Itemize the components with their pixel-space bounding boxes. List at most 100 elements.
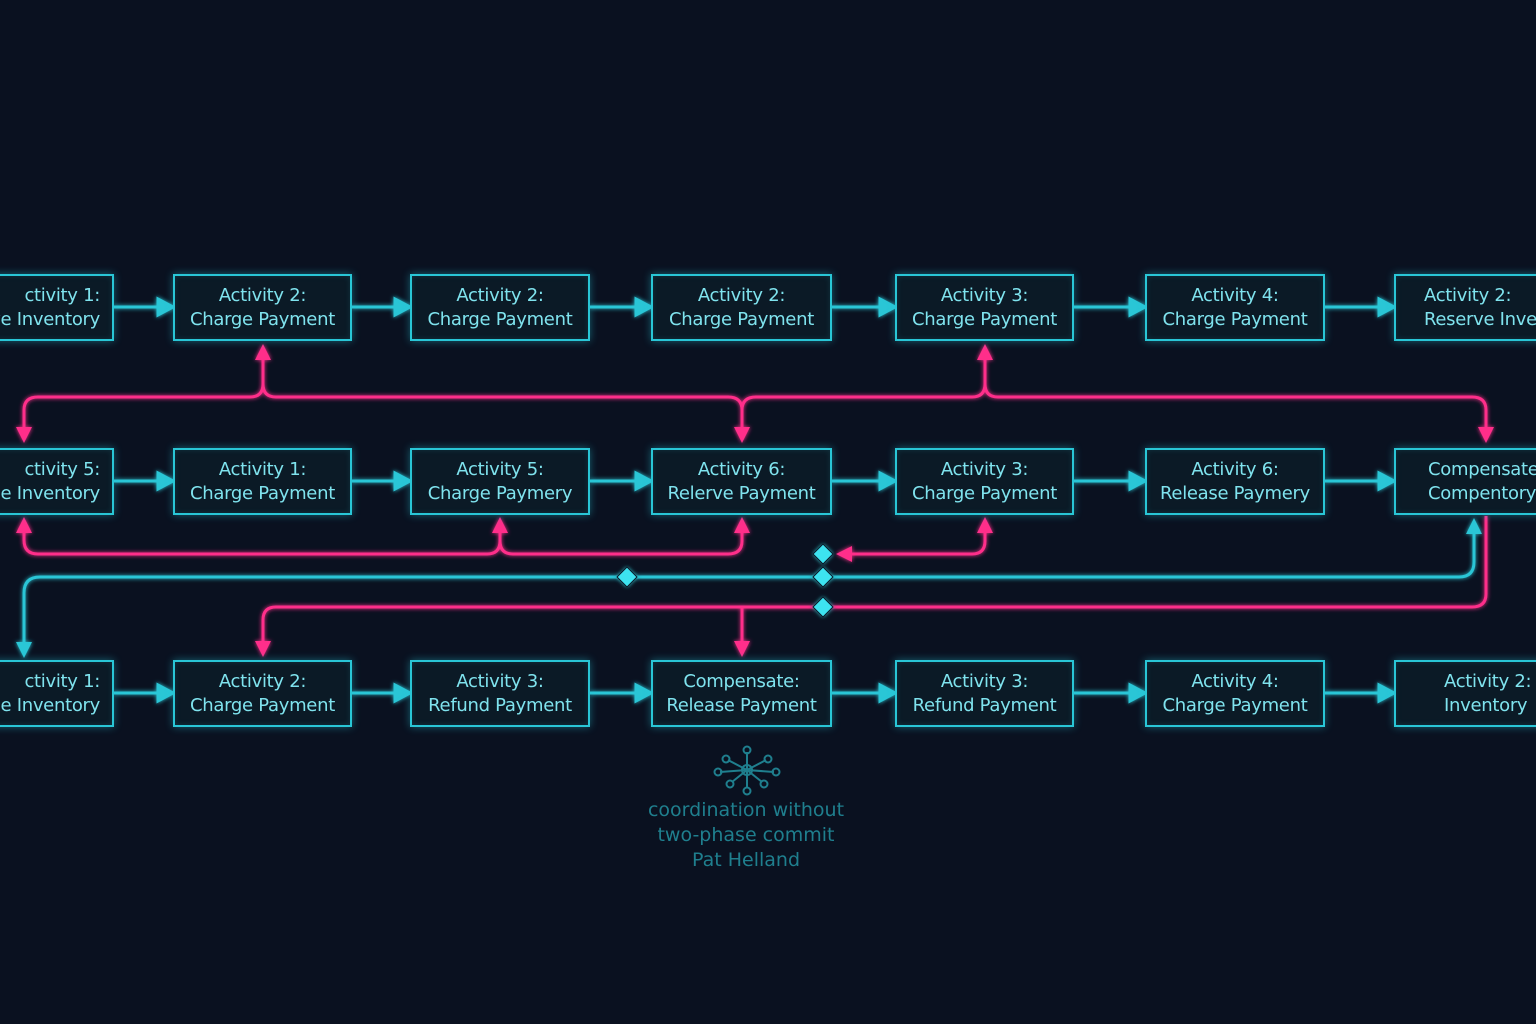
activity-box[interactable]: Activity 1:Charge Payment: [173, 448, 352, 515]
activity-title: Activity 3:: [940, 670, 1029, 692]
activity-box[interactable]: Activity 4:Charge Payment: [1145, 660, 1325, 727]
comp-line: [498, 530, 744, 556]
arrowhead: [492, 517, 508, 533]
arrowhead: [1377, 296, 1398, 318]
arrowhead: [1377, 470, 1398, 492]
activity-action: Charge Payment: [912, 482, 1057, 504]
activity-box[interactable]: Activity 5:Charge Paymery: [410, 448, 590, 515]
arrowhead: [734, 517, 750, 533]
activity-action: Charge Payment: [1162, 694, 1308, 716]
activity-action: Compentory: [1428, 482, 1536, 504]
arrowhead: [1466, 518, 1482, 534]
activity-action: se Inventory: [0, 694, 100, 716]
activity-box[interactable]: Activity 2:Charge Payment: [173, 274, 352, 341]
arrowhead: [734, 427, 750, 443]
activity-action: Release Paymery: [1160, 482, 1310, 504]
arrowhead: [977, 344, 993, 360]
comp-line: [261, 383, 744, 428]
activity-title: Activity 2:: [218, 284, 307, 306]
activity-action: Charge Payment: [912, 308, 1057, 330]
arrowhead: [634, 682, 655, 704]
activity-box[interactable]: Activity 4:Charge Payment: [1145, 274, 1325, 341]
junction-diamond: [812, 566, 834, 588]
activity-box[interactable]: Compensate:Release Payment: [651, 660, 832, 727]
caption-author: Pat Helland: [691, 849, 801, 871]
activity-box[interactable]: Activity 2:Charge Payment: [173, 660, 352, 727]
activity-box[interactable]: Activity 3:Refund Payment: [410, 660, 590, 727]
arrowhead: [393, 470, 414, 492]
cyan-bus-heads: [16, 518, 1482, 658]
activity-title: Compensate:: [683, 670, 800, 692]
activity-title: Activity 3:: [456, 670, 544, 692]
compensation-heads: [16, 344, 1494, 657]
activity-action: ve Inventory: [0, 308, 100, 330]
arrowhead: [156, 296, 177, 318]
activity-action: Inventory: [1444, 694, 1528, 716]
comp-line: [22, 357, 265, 428]
arrowhead: [836, 546, 852, 562]
activity-title: ctivity 1:: [24, 284, 100, 306]
junction-diamond: [812, 596, 834, 618]
activity-action: Release Payment: [666, 694, 817, 716]
activity-box[interactable]: Activity 3:Charge Payment: [895, 274, 1074, 341]
activity-title: ctivity 1:: [24, 670, 100, 692]
arrowhead: [634, 470, 655, 492]
activity-title: Activity 2:: [1424, 284, 1512, 306]
activity-action: Refund Payment: [912, 694, 1057, 716]
cyan-bus: [22, 533, 1476, 645]
activity-box[interactable]: ctivity 1:se Inventory: [0, 660, 114, 727]
activity-title: Activity 6:: [1191, 458, 1279, 480]
activity-title: Activity 2:: [218, 670, 307, 692]
activity-title: Activity 4:: [1191, 670, 1279, 692]
arrowhead: [16, 642, 32, 658]
arrowhead: [255, 344, 271, 360]
network-icon: [713, 745, 781, 796]
arrowhead: [1128, 682, 1149, 704]
activity-title: Activity 5:: [456, 458, 544, 480]
comp-line: [983, 383, 1488, 428]
activity-action: Charge Payment: [190, 482, 335, 504]
caption-line: two-phase commit: [657, 824, 835, 846]
activity-action: Reserve Invento: [1424, 308, 1536, 330]
arrowhead: [878, 682, 899, 704]
activity-box[interactable]: Activity 6:Release Paymery: [1145, 448, 1325, 515]
comp-line: [22, 530, 502, 556]
junction-diamond: [812, 543, 834, 565]
junction-diamond: [616, 566, 638, 588]
activity-box[interactable]: ctivity 1:ve Inventory: [0, 274, 114, 341]
arrowhead: [878, 470, 899, 492]
activity-title: Activity 2:: [697, 284, 786, 306]
activity-action: Charge Payment: [190, 694, 335, 716]
activity-action: Charge Paymery: [427, 482, 573, 504]
activity-box[interactable]: Activity 2:Reserve Invento: [1394, 274, 1536, 341]
arrowhead: [16, 427, 32, 443]
activity-title: Activity 1:: [218, 458, 307, 480]
caption-line: coordination without: [647, 799, 845, 821]
activity-title: Activity 3:: [940, 458, 1029, 480]
arrowhead: [1478, 427, 1494, 443]
arrowhead: [1128, 296, 1149, 318]
activity-title: ctivity 5:: [24, 458, 100, 480]
arrowhead: [734, 641, 750, 657]
caption: coordination without two-phase commit Pa…: [596, 798, 896, 873]
activity-title: Compensate: [1428, 458, 1536, 480]
activity-box[interactable]: Activity 3:Refund Payment: [895, 660, 1074, 727]
arrowhead: [1128, 470, 1149, 492]
arrowhead: [1377, 682, 1398, 704]
comp-line: [261, 516, 1488, 643]
junctions: [616, 543, 834, 618]
activity-box[interactable]: Activity 2:Inventory: [1394, 660, 1536, 727]
comp-line: [740, 357, 987, 411]
activity-box[interactable]: Activity 2:Charge Payment: [651, 274, 832, 341]
activity-box[interactable]: Activity 6:Relerve Payment: [651, 448, 832, 515]
activity-box[interactable]: ctivity 5:se Inventory: [0, 448, 114, 515]
activity-title: Activity 3:: [940, 284, 1029, 306]
activity-title: Activity 6:: [697, 458, 786, 480]
activity-box[interactable]: Activity 3:Charge Payment: [895, 448, 1074, 515]
activity-box[interactable]: Activity 2:Charge Payment: [410, 274, 590, 341]
activity-action: Charge Payment: [1162, 308, 1308, 330]
arrowhead: [16, 517, 32, 533]
